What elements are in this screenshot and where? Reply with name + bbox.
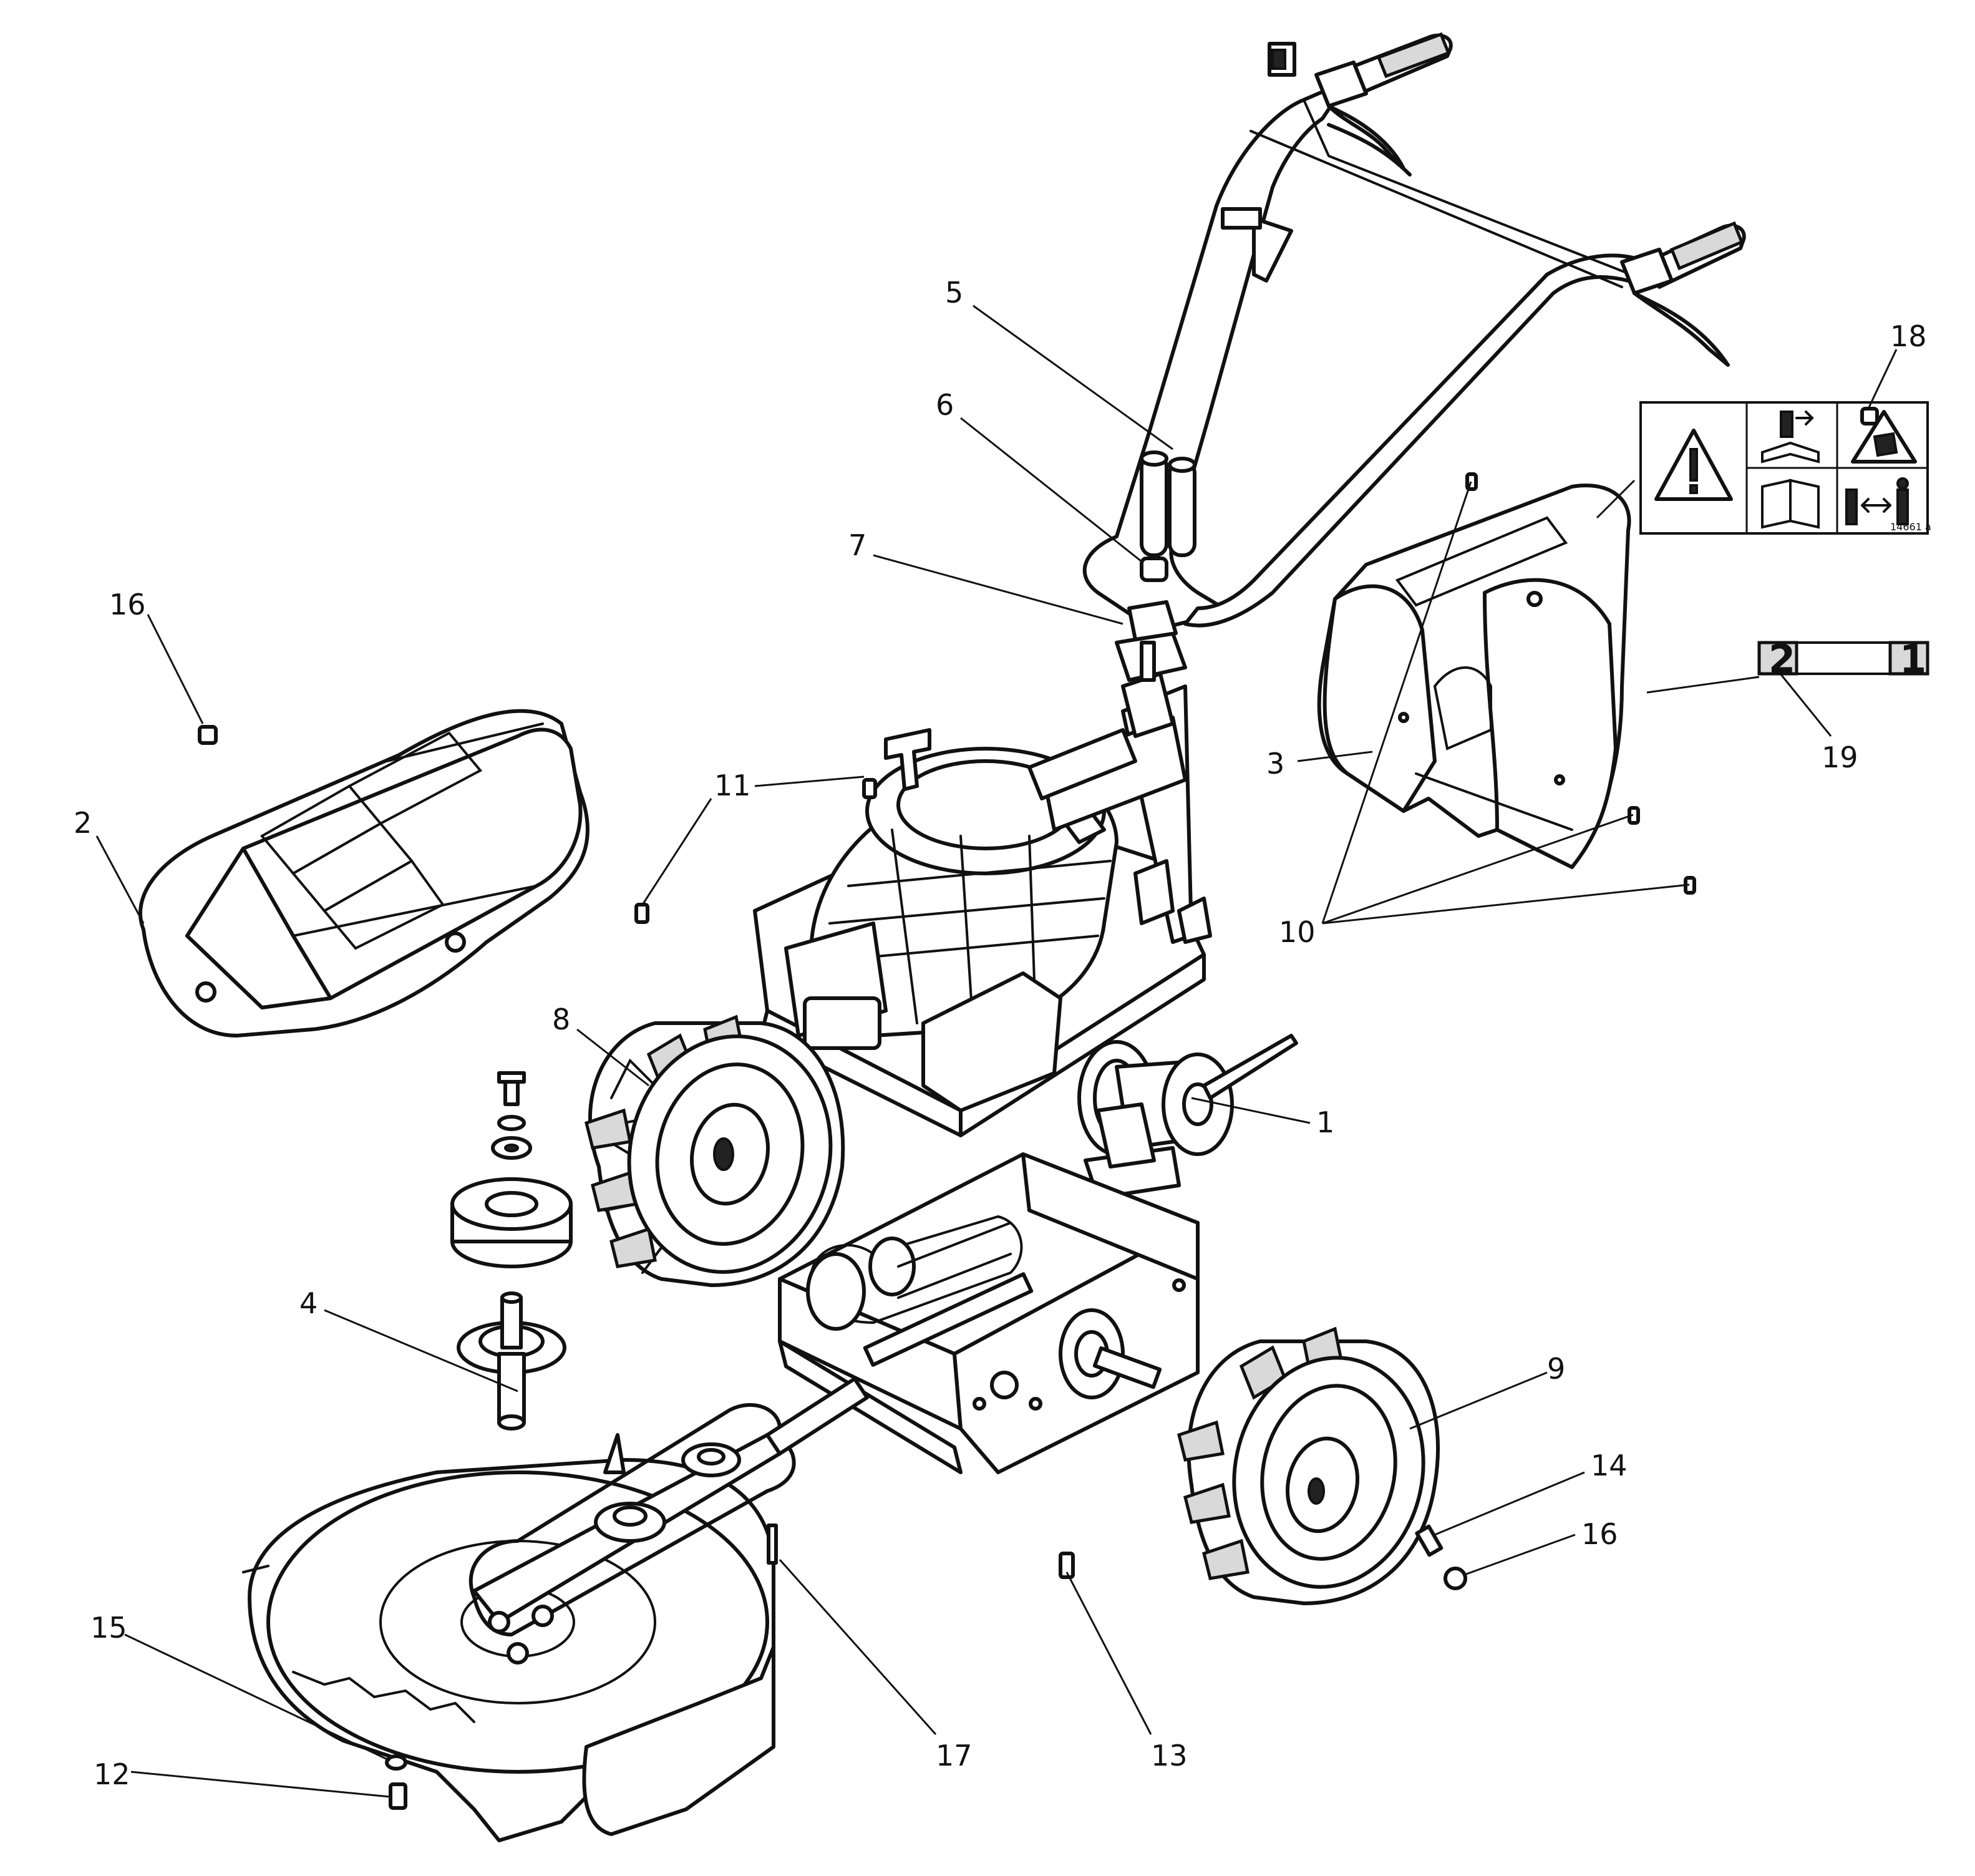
part-2-engine-cover [138, 709, 590, 1038]
part-14-bolt [1415, 1524, 1444, 1557]
callout-3: 3 [1266, 747, 1284, 780]
callout-4: 4 [299, 1286, 318, 1320]
engine-block [753, 641, 1212, 1137]
callout-5: 5 [945, 276, 963, 309]
part-11-bolt [862, 778, 877, 799]
sticker-code: 14661 a [1890, 521, 1931, 533]
sticker-right-number: 1 [1900, 636, 1926, 682]
part-18-nut [1860, 407, 1879, 425]
manual-wrench-icon [1761, 411, 1820, 464]
part-1-pulley-assembly [1077, 1034, 1298, 1200]
warning-triangle-icon [1654, 429, 1733, 501]
callout-9: 9 [1547, 1352, 1565, 1386]
part-17-pin [767, 1524, 778, 1565]
callout-14: 14 [1591, 1449, 1628, 1482]
callout-8: 8 [552, 1003, 570, 1036]
part-5-handle-tubes [1140, 450, 1196, 557]
manual-book-icon [1761, 479, 1820, 529]
safety-distance-icon [1845, 477, 1909, 525]
callout-18: 18 [1890, 319, 1927, 353]
callout-12: 12 [94, 1757, 130, 1791]
part-4-pulley-stack [450, 1071, 573, 1431]
callout-2: 2 [74, 806, 92, 840]
callout-10: 10 [1279, 915, 1316, 949]
callout-16-top: 16 [109, 588, 146, 621]
hand-hazard-icon [1851, 410, 1917, 464]
callout-7: 7 [848, 528, 866, 562]
part-3-discharge-guard [1317, 484, 1631, 869]
position-sticker: 2 1 [1757, 636, 1929, 682]
callout-11: 11 [714, 769, 751, 802]
callout-17: 17 [936, 1739, 973, 1772]
part-6-knob [1140, 556, 1168, 582]
leader-lines [95, 304, 1898, 1798]
part-9-wheel-right [1177, 1326, 1440, 1605]
warning-sticker: 14661 a [1639, 401, 1931, 535]
gearbox-frame [778, 1152, 1200, 1474]
callout-13: 13 [1151, 1739, 1188, 1772]
part-15-nut [385, 1754, 407, 1771]
part-13-bolt [1059, 1552, 1075, 1579]
part-8-wheel-left [585, 1014, 845, 1287]
callout-19: 19 [1822, 741, 1858, 774]
part-16-nut-left [198, 725, 218, 745]
part-12-bolt [389, 1782, 407, 1810]
callout-1: 1 [1316, 1106, 1334, 1139]
callout-6: 6 [936, 388, 954, 422]
part-11-bolt-b [634, 903, 649, 924]
callout-labels: 1 2 3 4 5 6 7 8 9 10 11 12 13 14 15 16 1… [74, 276, 1927, 1791]
cutter-deck [242, 1377, 869, 1842]
callout-15: 15 [90, 1611, 127, 1645]
callout-16-bottom: 16 [1581, 1517, 1618, 1551]
part-16-nut-right [1444, 1567, 1467, 1590]
